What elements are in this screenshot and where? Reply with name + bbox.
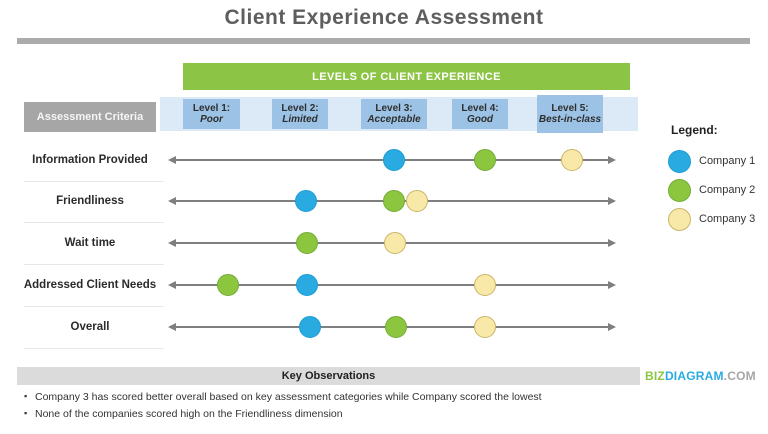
data-point-company-1 (296, 274, 318, 296)
data-point-company-3 (384, 232, 406, 254)
data-point-company-3 (561, 149, 583, 171)
level-title: Level 1: (192, 103, 231, 114)
level-title: Level 3: (375, 103, 413, 114)
legend-label: Company 2 (699, 184, 756, 196)
legend-label: Company 1 (699, 155, 756, 167)
level-title: Level 2: (281, 103, 319, 114)
level-strip: Level 1:Poor Level 2:Limited Level 3:Accep… (160, 95, 638, 133)
level-header-5: Level 5:Best-in-class (537, 95, 603, 133)
row-label: Addressed Client Needs (23, 278, 157, 291)
data-point-company-2 (385, 316, 407, 338)
level-title: Level 5: (551, 103, 589, 114)
data-point-company-2 (383, 190, 405, 212)
level-header-1: Level 1:Poor (183, 99, 240, 129)
arrow-line (175, 284, 608, 286)
data-point-company-1 (295, 190, 317, 212)
logo-part-biz: BIZ (645, 369, 665, 383)
level-subtitle: Good (466, 114, 494, 125)
row-separator (24, 181, 164, 182)
arrow-head-left (168, 156, 176, 164)
level-subtitle: Limited (282, 114, 318, 125)
level-subtitle: Poor (200, 114, 223, 125)
logo-part-com: .COM (723, 369, 756, 383)
row-label: Information Provided (32, 153, 148, 166)
level-header-4: Level 4:Good (452, 99, 508, 129)
arrow-head-right (608, 197, 616, 205)
row-label: Friendliness (56, 194, 124, 207)
legend-swatch-1 (668, 150, 691, 173)
observation-item: ▪None of the companies scored high on th… (24, 408, 343, 420)
legend-label: Company 3 (699, 213, 756, 225)
page-title: Client Experience Assessment (224, 6, 544, 29)
arrow-head-left (168, 239, 176, 247)
data-point-company-3 (474, 316, 496, 338)
row-separator (24, 264, 164, 265)
data-point-company-3 (474, 274, 496, 296)
level-subtitle: Best-in-class (538, 114, 602, 125)
levels-header-bar: LEVELS OF CLIENT EXPERIENCE (183, 63, 630, 90)
legend-title: Legend: (671, 123, 718, 137)
legend-swatch-3 (668, 208, 691, 231)
data-point-company-2 (296, 232, 318, 254)
data-point-company-1 (383, 149, 405, 171)
arrow-head-left (168, 323, 176, 331)
row-separator (24, 348, 164, 349)
arrow-head-right (608, 156, 616, 164)
data-point-company-3 (406, 190, 428, 212)
bizdiagram-logo: BIZDIAGRAM.COM (645, 369, 757, 383)
data-point-company-2 (217, 274, 239, 296)
data-point-company-1 (299, 316, 321, 338)
key-observations-header: Key Observations (17, 367, 640, 385)
arrow-head-right (608, 323, 616, 331)
level-subtitle: Acceptable (367, 114, 421, 125)
arrow-head-right (608, 239, 616, 247)
assessment-criteria-header: Assessment Criteria (24, 102, 156, 132)
level-header-3: Level 3:Acceptable (361, 99, 427, 129)
row-label: Overall (70, 320, 110, 333)
title-divider (17, 38, 750, 44)
arrow-head-left (168, 281, 176, 289)
row-label: Wait time (64, 236, 116, 249)
arrow-head-left (168, 197, 176, 205)
observation-item: ▪Company 3 has scored better overall bas… (24, 391, 542, 403)
level-title: Level 4: (461, 103, 499, 114)
arrow-head-right (608, 281, 616, 289)
level-header-2: Level 2:Limited (272, 99, 328, 129)
row-separator (24, 306, 164, 307)
data-point-company-2 (474, 149, 496, 171)
key-observations-list: ▪Company 3 has scored better overall bas… (24, 388, 644, 422)
row-separator (24, 222, 164, 223)
logo-part-diagram: DIAGRAM (664, 369, 724, 383)
legend-swatch-2 (668, 179, 691, 202)
